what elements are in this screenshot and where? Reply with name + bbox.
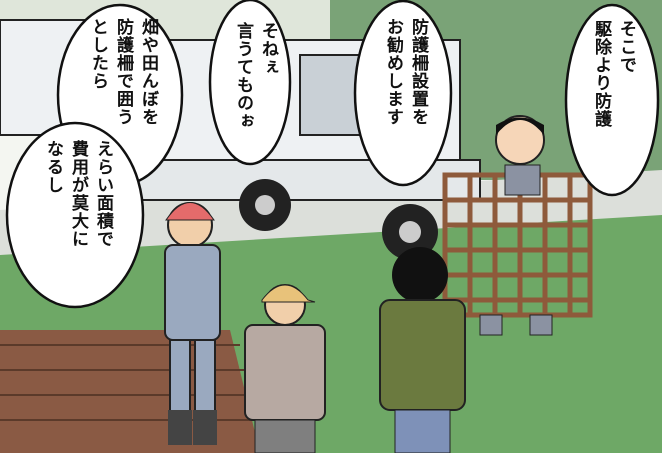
man-holding-fence bbox=[479, 115, 553, 336]
speech-bubble-4-text: 畑や田んぼを 防護柵で囲う としたら bbox=[88, 18, 158, 126]
bubble-3-shape bbox=[208, 0, 292, 166]
man-in-vest bbox=[379, 247, 466, 453]
bubble-5-shape bbox=[5, 121, 145, 309]
fence-panel bbox=[442, 172, 593, 318]
bubble-1-shape bbox=[564, 3, 660, 197]
soil-field bbox=[0, 330, 260, 453]
speech-bubbles bbox=[5, 0, 660, 309]
speech-bubble-1-text: そこで 駆除より防護 bbox=[591, 20, 636, 128]
farmer-with-bandana bbox=[164, 202, 221, 445]
speech-bubble-2-text: 防護柵設置を お勧めします bbox=[383, 18, 428, 126]
man-in-cap bbox=[244, 284, 326, 453]
bubble-2-shape bbox=[353, 0, 453, 187]
speech-bubble-3-text: そねぇ 言うてものぉ bbox=[233, 22, 278, 130]
speech-bubble-5-text: えらい面積で 費用が莫大に なるし bbox=[43, 140, 113, 248]
